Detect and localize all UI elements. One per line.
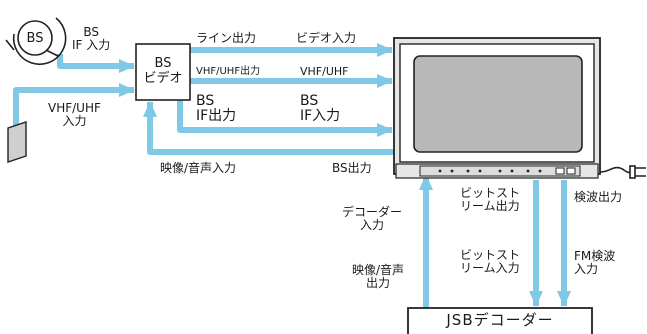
label-av-input: 映像/音声入力 bbox=[160, 161, 237, 175]
arrow-bs-if-out-to-tv bbox=[177, 100, 393, 137]
label-bs-if-in-tv: BS IF入力 bbox=[300, 93, 341, 124]
decoder-label: JSBデコーダー bbox=[446, 311, 554, 329]
label-bs-if-input: BS IF 入力 bbox=[72, 25, 111, 52]
label-video-in: ビデオ入力 bbox=[296, 31, 357, 45]
power-plug-icon bbox=[599, 165, 646, 179]
label-bitstream-out: ビットスト リーム出力 bbox=[460, 186, 521, 213]
antenna-badge: BS bbox=[26, 31, 44, 46]
label-bitstream-in: ビットスト リーム入力 bbox=[460, 248, 521, 275]
arrow-bs-if-to-bs-video bbox=[57, 54, 135, 73]
label-line-out: ライン出力 bbox=[196, 31, 257, 45]
label-vhf-uhf-tv: VHF/UHF bbox=[300, 65, 349, 78]
arrow-bs-out-to-bs-video-av-in bbox=[143, 101, 394, 155]
label-decoder-input: デコーダー 入力 bbox=[342, 205, 403, 232]
label-detect-out: 検波出力 bbox=[574, 190, 623, 204]
label-vhf-uhf-input: VHF/UHF 入力 bbox=[48, 101, 101, 128]
decoder-box bbox=[407, 307, 593, 334]
label-bs-out: BS出力 bbox=[332, 161, 372, 175]
label-bs-if-out: BS IF出力 bbox=[196, 93, 237, 124]
bs-video-box bbox=[135, 43, 191, 101]
label-fm-detect-in: FM検波 入力 bbox=[574, 249, 616, 276]
bs-video-label: BS ビデオ bbox=[143, 56, 183, 86]
label-vhf-uhf-out: VHF/UHF出力 bbox=[196, 66, 261, 77]
satellite-dish-icon bbox=[5, 17, 67, 65]
television-icon bbox=[393, 37, 601, 179]
cable-arrows bbox=[13, 43, 571, 313]
label-av-output: 映像/音声 出力 bbox=[352, 263, 405, 290]
uhf-antenna-plate-icon bbox=[7, 121, 27, 163]
arrow-vhf-uhf-to-bs-video bbox=[13, 83, 135, 126]
